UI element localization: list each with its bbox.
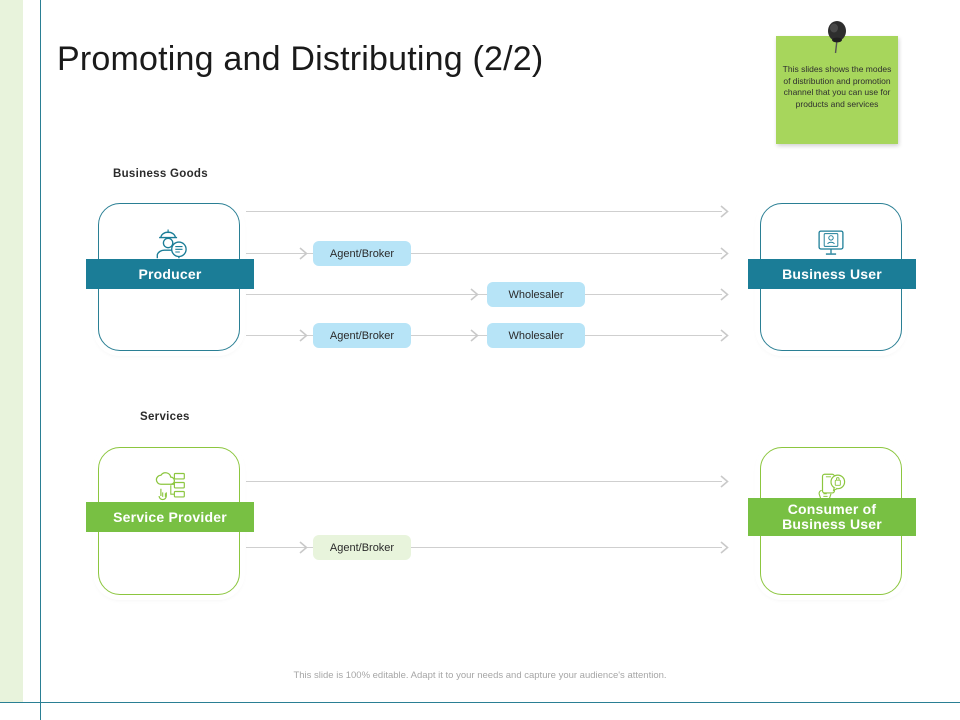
consumer-label-line1: Consumer of — [787, 501, 877, 517]
node-label-service-provider: Service Provider — [86, 502, 254, 532]
arrow-chevron-goods-2-pre — [297, 247, 310, 260]
arrow-chevron-services-2-pre — [297, 541, 310, 554]
pill-wholesaler-goods-1[interactable]: Wholesaler — [487, 282, 585, 307]
arrow-chevron-services-2-end — [718, 541, 731, 554]
sticky-note-text: This slides shows the modes of distribut… — [782, 64, 892, 109]
flow-line-goods-1 — [246, 211, 722, 212]
arrow-chevron-goods-3-pre — [468, 288, 481, 301]
arrow-chevron-goods-2-end — [718, 247, 731, 260]
pill-agent-broker-goods-2[interactable]: Agent/Broker — [313, 323, 411, 348]
monitor-user-icon — [761, 220, 901, 266]
sticky-note — [776, 36, 898, 144]
arrow-chevron-goods-4-mid — [468, 329, 481, 342]
flow-line-services-1 — [246, 481, 722, 482]
pill-agent-broker-goods-1[interactable]: Agent/Broker — [313, 241, 411, 266]
arrow-chevron-goods-4-end — [718, 329, 731, 342]
node-label-consumer-of-business-user: Consumer of Business User — [748, 498, 916, 536]
pill-agent-broker-services-1[interactable]: Agent/Broker — [313, 535, 411, 560]
flow-line-services-2 — [246, 547, 722, 548]
service-network-icon — [99, 464, 239, 510]
arrow-chevron-goods-1-end — [718, 205, 731, 218]
section-caption-services: Services — [140, 411, 190, 423]
arrow-chevron-goods-4-pre — [297, 329, 310, 342]
left-green-band — [0, 0, 23, 702]
pill-wholesaler-goods-2[interactable]: Wholesaler — [487, 323, 585, 348]
push-pin-icon — [822, 20, 852, 54]
arrow-chevron-services-1-end — [718, 475, 731, 488]
flow-line-goods-4 — [246, 335, 722, 336]
arrow-chevron-goods-3-end — [718, 288, 731, 301]
flow-line-goods-2 — [246, 253, 722, 254]
footer-note: This slide is 100% editable. Adapt it to… — [293, 670, 667, 681]
bottom-horizontal-rule — [0, 702, 960, 703]
consumer-label-line2: Business User — [782, 516, 882, 532]
hand-phone-chat-icon — [761, 464, 901, 510]
page-title: Promoting and Distributing (2/2) — [57, 40, 544, 78]
node-label-producer: Producer — [86, 259, 254, 289]
left-vertical-rule — [40, 0, 41, 720]
node-label-business-user: Business User — [748, 259, 916, 289]
worker-producer-icon — [99, 220, 239, 266]
flow-line-goods-3 — [246, 294, 722, 295]
section-caption-business-goods: Business Goods — [113, 168, 208, 180]
